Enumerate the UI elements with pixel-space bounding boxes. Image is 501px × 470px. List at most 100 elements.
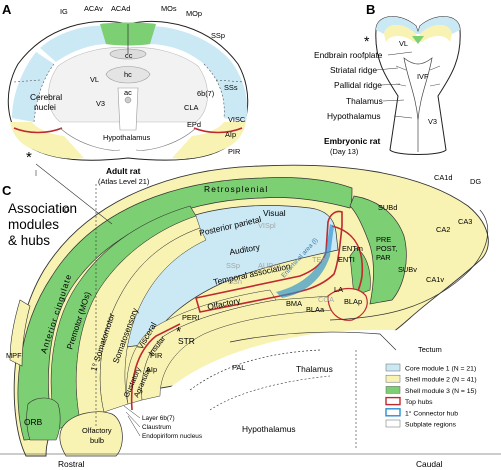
label-cerebral-nuclei-line2: nuclei (34, 102, 56, 112)
embryo-roofplate-green (412, 36, 424, 44)
label-hc: hc (124, 70, 132, 79)
label-vispl: VISpl (258, 221, 276, 230)
label-layer6b: 6b(7) (197, 89, 214, 98)
label-ac: ac (124, 88, 132, 97)
panel-a-caption-title: Adult rat (106, 166, 141, 176)
label-b-pallidal-ridge: Pallidal ridge (334, 80, 382, 90)
mpf-region (9, 299, 31, 367)
dash-2 (203, 63, 225, 119)
label-pir: PIR (228, 147, 240, 156)
dash-1 (33, 63, 55, 123)
dash-4 (215, 79, 245, 83)
panel-b-leader-lines (375, 51, 413, 119)
label-pre-line3: PAR (376, 253, 391, 262)
connector-a-to-c (35, 163, 113, 225)
label-claustrum: Claustrum (142, 424, 171, 431)
label-subd: SUBd (378, 203, 397, 212)
label-visual: Visual (263, 208, 286, 218)
label-sss: SSs (224, 83, 238, 92)
panel-c-title-line1: Association (8, 201, 77, 216)
somatosensory-band (99, 227, 207, 413)
label-ca2: CA2 (436, 225, 450, 234)
legend: Core module 1 (N = 21)Shell module 2 (N … (385, 363, 477, 429)
label-orb: ORB (24, 417, 43, 427)
embryo-ridges (395, 65, 441, 87)
layer-leader-lines (123, 405, 141, 437)
orb-region (26, 397, 61, 441)
label-la: LA (334, 285, 343, 294)
label-coa: COA (318, 295, 334, 304)
label-layer6b-c: Layer 6b(7) (142, 415, 175, 422)
hippocampal-commissure-shape (105, 66, 151, 84)
label-epd: EPd (187, 120, 201, 129)
panel-b-letter: B (366, 2, 375, 17)
connector-hub-entorhinal (276, 224, 334, 298)
dash-3 (13, 79, 41, 83)
label-entm: ENTm (342, 244, 363, 253)
core-band-left-upper (40, 25, 108, 62)
label-tectum: Tectum (418, 345, 442, 354)
panel-b-embryo (375, 16, 461, 155)
panel-c-letter: C (2, 183, 12, 198)
label-vl: VL (90, 75, 99, 84)
label-ca3: CA3 (458, 217, 472, 226)
label-hypothalamus: Hypothalamus (103, 133, 151, 142)
panel-a-labels: IG ACAv ACAd MOs MOp SSp SSs VISC AIp PI… (26, 4, 246, 186)
legend-swatch-1 (385, 374, 401, 383)
legend-label-1: Shell module 2 (N = 41) (405, 377, 477, 384)
thalamus-boundary (229, 331, 397, 351)
label-ig: IG (60, 7, 68, 16)
label-pal: PAL (232, 363, 245, 372)
hypothalamus-boundary (209, 375, 331, 411)
panel-b-caption-sub: (Day 13) (330, 147, 358, 156)
inner-white-matter (48, 47, 208, 123)
label-blap: BLAp (344, 297, 362, 306)
pal-boundary (189, 349, 321, 391)
legend-label-5: Subplate regions (405, 422, 457, 429)
subplate-region (160, 329, 500, 470)
label-acad: ACAd (111, 4, 130, 13)
label-b-ivf: IVF (417, 72, 429, 81)
label-cc: cc (125, 51, 133, 60)
embryo-shell-band (384, 25, 452, 42)
panel-b-labels: VL IVF V3 Endbrain roofplate Striatal ri… (314, 33, 437, 156)
shell3-subiculum (349, 195, 407, 305)
panel-a-brain-section (7, 21, 249, 161)
asterisk-a: * (26, 149, 32, 166)
embryo-ventricles (403, 57, 433, 121)
label-ssn: SSn (228, 277, 242, 286)
label-b-hypothalamus: Hypothalamus (327, 111, 381, 121)
label-caudal: Caudal (416, 459, 443, 469)
label-endopiriform: Endopiriform nucleus (142, 433, 202, 440)
label-thalamus-c: Thalamus (296, 364, 333, 374)
hypothalamus-outline-left (59, 127, 121, 151)
label-b-vl: VL (399, 39, 408, 48)
label-tea: TEa (312, 255, 326, 264)
panel-a-caption-sub: (Atlas Level 21) (98, 177, 149, 186)
legend-label-3: Top hubs (405, 399, 433, 406)
olfactory-bulb (59, 411, 123, 457)
legend-swatch-3 (385, 396, 401, 406)
label-dg: DG (470, 177, 481, 186)
tectum-boundary (329, 209, 488, 321)
legend-swatch-5 (385, 419, 401, 428)
label-pre-line2: POST, (376, 244, 397, 253)
panel-c-title-line2: modules (8, 217, 59, 232)
core-band-right (148, 26, 248, 122)
label-aip: AIp (225, 130, 236, 139)
panel-b-caption-title: Embryonic rat (324, 136, 381, 146)
hub-visceral (130, 323, 181, 411)
asterisk-b: * (364, 33, 370, 49)
legend-swatch-2 (385, 386, 401, 394)
anterior-commissure-shape (124, 96, 132, 104)
label-ca1v: CA1v (426, 275, 444, 284)
label-bma: BMA (286, 299, 302, 308)
asterisk-c: * (176, 324, 181, 339)
hypothalamus-outline-right (135, 127, 197, 151)
label-visc: VISC (228, 115, 246, 124)
label-b-striatal-ridge: Striatal ridge (330, 65, 377, 75)
label-peri: PERI (182, 313, 199, 322)
panel-c-flatmap (0, 163, 501, 470)
label-cerebral-nuclei-line1: Cerebral (30, 92, 62, 102)
